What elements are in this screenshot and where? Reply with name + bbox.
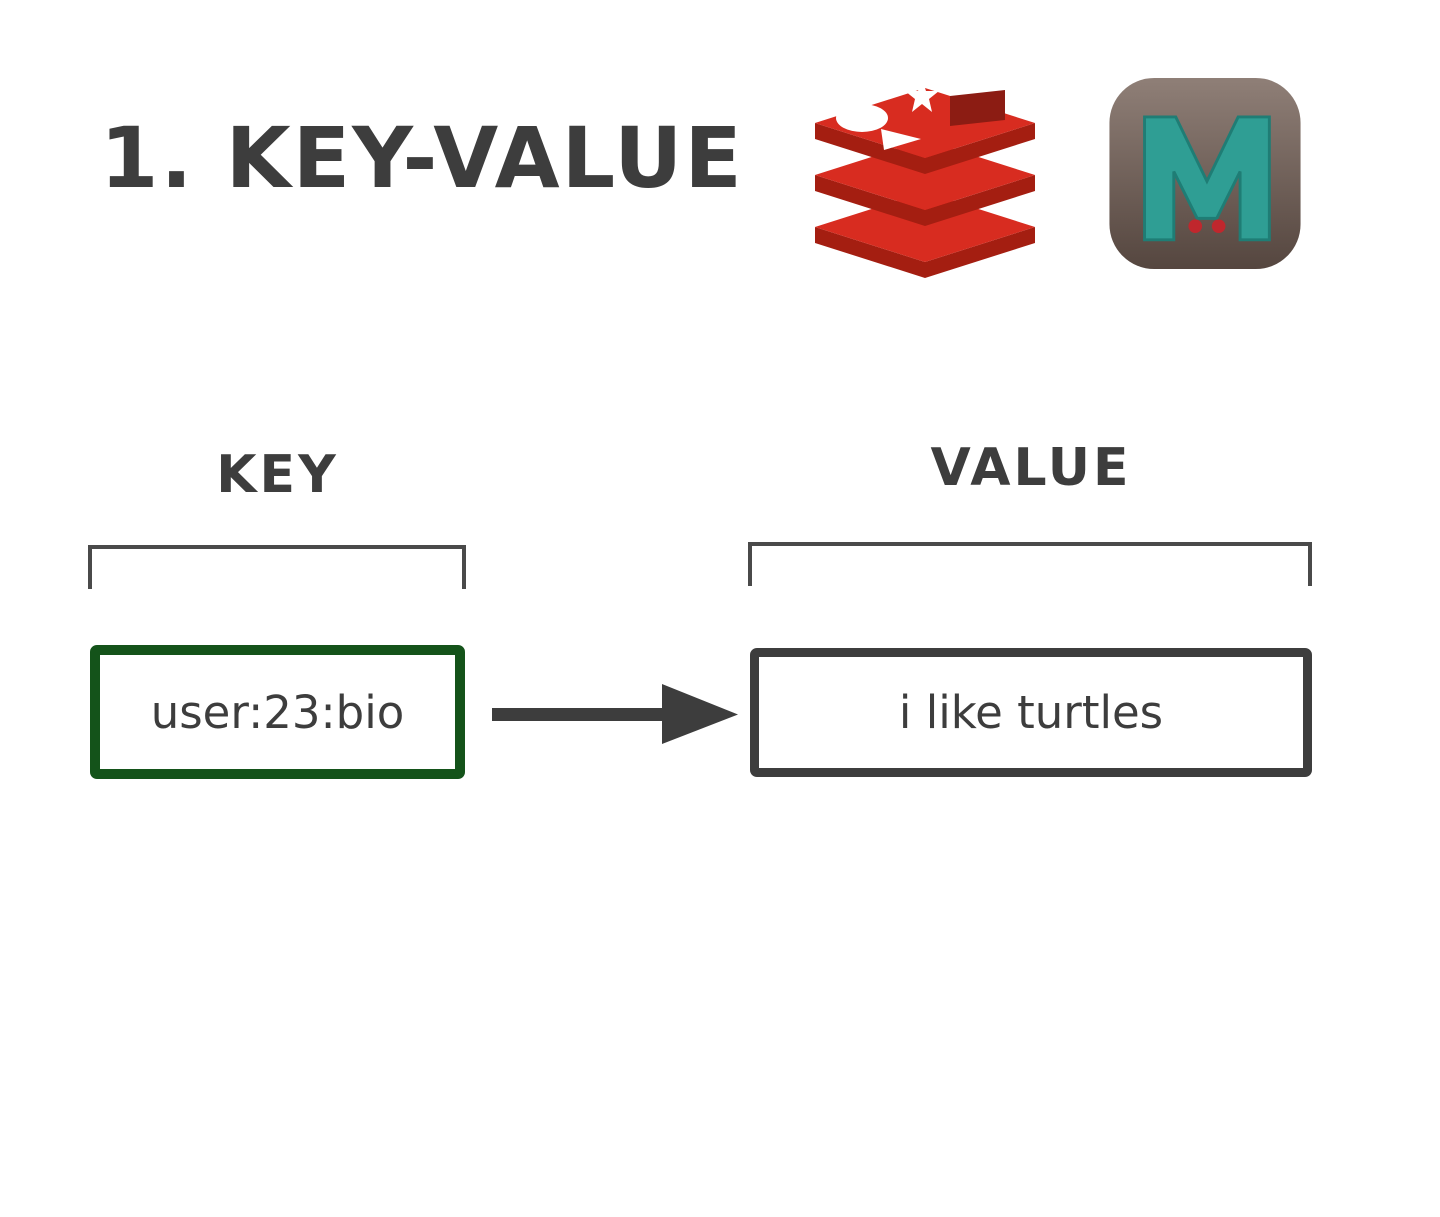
right-arrow-svg bbox=[492, 684, 738, 744]
value-label: VALUE bbox=[930, 438, 1132, 498]
key-label: KEY bbox=[216, 445, 339, 505]
memcached-icon-svg bbox=[1109, 77, 1301, 270]
memcached-icon bbox=[1100, 76, 1310, 271]
value-bracket bbox=[748, 542, 1312, 586]
key-box: user:23:bio bbox=[90, 645, 465, 779]
value-box: i like turtles bbox=[750, 648, 1312, 777]
right-arrow-icon bbox=[492, 682, 740, 746]
redis-icon bbox=[800, 68, 1050, 278]
page-title: 1. KEY-VALUE bbox=[100, 109, 744, 207]
value-box-text: i like turtles bbox=[898, 686, 1164, 739]
redis-icon-svg bbox=[815, 79, 1035, 278]
key-box-text: user:23:bio bbox=[150, 685, 405, 739]
key-bracket bbox=[88, 545, 466, 589]
